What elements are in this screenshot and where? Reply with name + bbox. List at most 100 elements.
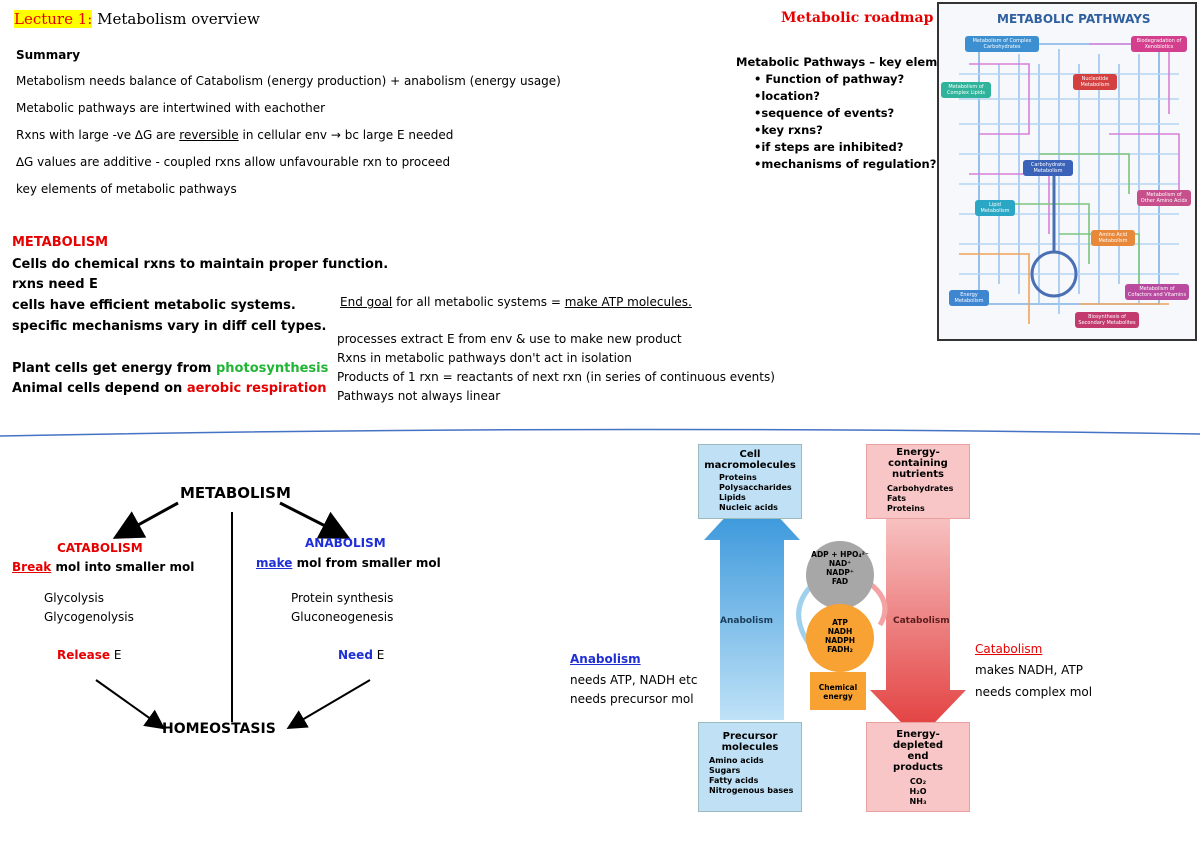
- cell-item: Proteins: [719, 473, 757, 482]
- catabolism-desc-text: mol into smaller mol: [51, 560, 195, 574]
- need-energy: Need E: [338, 648, 384, 662]
- catabolism-item: Glycolysis: [44, 591, 104, 605]
- anabolism-item: Protein synthesis: [291, 591, 394, 605]
- end-product-item: H₂O: [909, 787, 927, 796]
- anabolism-desc: make mol from smaller mol: [256, 556, 441, 570]
- precursor-item: Nitrogenous bases: [709, 786, 794, 795]
- cell-macromolecules-title: Cell macromolecules: [704, 449, 796, 471]
- key-element-item: • Function of pathway?: [754, 72, 905, 86]
- summary-line: Metabolic pathways are intertwined with …: [16, 101, 326, 115]
- map-label: Metabolism of Complex Carbohydrates: [965, 36, 1039, 52]
- end-goal-label: End goal: [340, 295, 393, 309]
- metabolism-line: Cells do chemical rxns to maintain prope…: [12, 257, 389, 272]
- map-label: Metabolism of Other Amino Acids: [1137, 190, 1191, 206]
- energy-carrier-item: NADH: [827, 627, 853, 636]
- energy-carrier-item: ATP: [832, 618, 848, 627]
- release-suffix: E: [110, 648, 122, 662]
- pathway-network-graphic: [959, 43, 1180, 324]
- catabolism-desc: Break mol into smaller mol: [12, 560, 194, 574]
- catabolism-title: CATABOLISM: [57, 541, 143, 555]
- summary-line: ∆G values are additive - coupled rxns al…: [16, 155, 451, 169]
- key-element-item: •sequence of events?: [754, 106, 895, 120]
- map-label: Nucleotide Metabolism: [1073, 74, 1117, 90]
- anabolism-title: ANABOLISM: [305, 536, 386, 550]
- cell-macromolecules-box: Cell macromolecules Proteins Polysacchar…: [698, 444, 802, 519]
- end-product-item: CO₂: [909, 777, 927, 786]
- end-goal-middle: for all metabolic systems =: [392, 295, 565, 309]
- plant-prefix: Plant cells get energy from: [12, 361, 216, 376]
- key-element-item: •key rxns?: [754, 123, 823, 137]
- map-label: Amino Acid Metabolism: [1091, 230, 1135, 246]
- map-label: Lipid Metabolism: [975, 200, 1015, 216]
- plant-cells-line: Plant cells get energy from photosynthes…: [12, 361, 328, 376]
- metabolism-diagram-arrows: [95, 501, 371, 730]
- figure-catabolism-label: Catabolism: [893, 616, 950, 626]
- orange-circle-text: ATP NADH NADPH FADH₂: [808, 618, 872, 654]
- map-label: Biosynthesis of Secondary Metabolites: [1075, 312, 1139, 328]
- process-line: processes extract E from env & use to ma…: [337, 332, 682, 346]
- diagram-metabolism-label: METABOLISM: [180, 484, 291, 502]
- summary-line: Metabolism needs balance of Catabolism (…: [16, 74, 561, 88]
- energy-nutrients-box: Energy-containing nutrients Carbohydrate…: [866, 444, 970, 519]
- metabolism-figure-graphic: [704, 488, 966, 740]
- metabolism-line: cells have efficient metabolic systems.: [12, 298, 296, 313]
- map-label: Metabolism of Cofactors and Vitamins: [1125, 284, 1189, 300]
- make-word: make: [256, 556, 293, 570]
- summary-line-rxns: Rxns with large -ve ∆G are reversible in…: [16, 128, 453, 142]
- energy-carrier-item: FADH₂: [827, 645, 853, 654]
- rxn-prefix: Rxns with large -ve ∆G are: [16, 128, 180, 142]
- energy-carrier-item: NADPH: [824, 636, 856, 645]
- animal-cells-line: Animal cells depend on aerobic respirati…: [12, 381, 327, 396]
- catabolism-item: Glycogenolysis: [44, 610, 134, 624]
- end-products-title: Energy-depleted end products: [892, 729, 944, 773]
- anabolism-note-line: needs ATP, NADH etc: [570, 673, 698, 687]
- process-line: Rxns in metabolic pathways don't act in …: [337, 351, 632, 365]
- gray-circle-text: ADP + HPO₄²⁻ NAD⁺ NADP⁺ FAD: [808, 550, 872, 586]
- precursor-title: Precursor molecules: [721, 731, 779, 753]
- figure-anabolism-label: Anabolism: [720, 616, 773, 626]
- diagram-homeostasis-label: HOMEOSTASIS: [162, 721, 276, 737]
- process-line: Pathways not always linear: [337, 389, 501, 403]
- section-divider: [0, 428, 1200, 437]
- end-product-item: NH₃: [909, 797, 927, 806]
- cofactor-item: ADP + HPO₄²⁻: [811, 550, 869, 559]
- map-label: Carbohydrate Metabolism: [1023, 160, 1073, 176]
- precursor-molecules-box: Precursor molecules Amino acids Sugars F…: [698, 722, 802, 812]
- cell-item: Polysaccharides: [719, 483, 792, 492]
- key-elements-heading: Metabolic Pathways – key elements: [736, 55, 966, 69]
- catabolism-note-line: needs complex mol: [975, 685, 1093, 699]
- anabolism-note-line: needs precursor mol: [570, 692, 694, 706]
- anabolism-desc-text: mol from smaller mol: [292, 556, 441, 570]
- nutrient-item: Carbohydrates: [887, 484, 954, 493]
- key-element-item: •location?: [754, 89, 820, 103]
- cofactor-item: NADP⁺: [826, 568, 854, 577]
- process-line: Products of 1 rxn = reactants of next rx…: [337, 370, 775, 384]
- cofactor-item: NAD⁺: [828, 559, 852, 568]
- anabolism-note-title: Anabolism: [570, 652, 641, 666]
- map-label: Metabolism of Complex Lipids: [941, 82, 991, 98]
- chemical-energy-label: Chemical energy: [818, 683, 858, 701]
- metabolism-heading: METABOLISM: [12, 235, 109, 250]
- arrow-icon: →: [330, 128, 341, 142]
- need-suffix: E: [372, 648, 385, 662]
- cell-item: Lipids: [719, 493, 746, 502]
- map-heading: METABOLIC PATHWAYS: [997, 12, 1151, 26]
- metabolic-pathways-map: METABOLIC PATHWAYS Metabolism of Complex…: [937, 2, 1197, 341]
- catabolism-note-title: Catabolism: [975, 642, 1043, 656]
- aerobic-respiration-word: aerobic respiration: [186, 381, 327, 396]
- map-label: Biodegradation of Xenobiotics: [1131, 36, 1187, 52]
- key-element-item: •mechanisms of regulation?: [754, 157, 937, 171]
- lecture-number: Lecture 1:: [14, 10, 93, 28]
- metabolism-line: specific mechanisms vary in diff cell ty…: [12, 319, 327, 334]
- precursor-item: Amino acids: [709, 756, 764, 765]
- end-products-box: Energy-depleted end products CO₂ H₂O NH₃: [866, 722, 970, 812]
- precursor-item: Sugars: [709, 766, 741, 775]
- summary-line: key elements of metabolic pathways: [16, 182, 237, 196]
- rxn-middle: in cellular env: [238, 128, 331, 142]
- animal-prefix: Animal cells depend on: [12, 381, 187, 396]
- release-word: Release: [57, 648, 111, 662]
- rxn-reversible: reversible: [179, 128, 239, 142]
- need-word: Need: [338, 648, 373, 662]
- cell-item: Nucleic acids: [719, 503, 778, 512]
- break-word: Break: [12, 560, 52, 574]
